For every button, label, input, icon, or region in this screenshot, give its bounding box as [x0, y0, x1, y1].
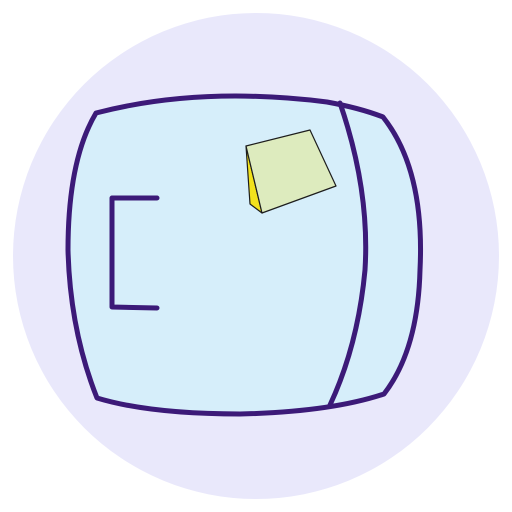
- fridge-body: [65, 93, 423, 417]
- door-seam: [327, 100, 369, 408]
- sticky-note-icon: [245, 129, 337, 214]
- door-handle-icon: [109, 195, 160, 311]
